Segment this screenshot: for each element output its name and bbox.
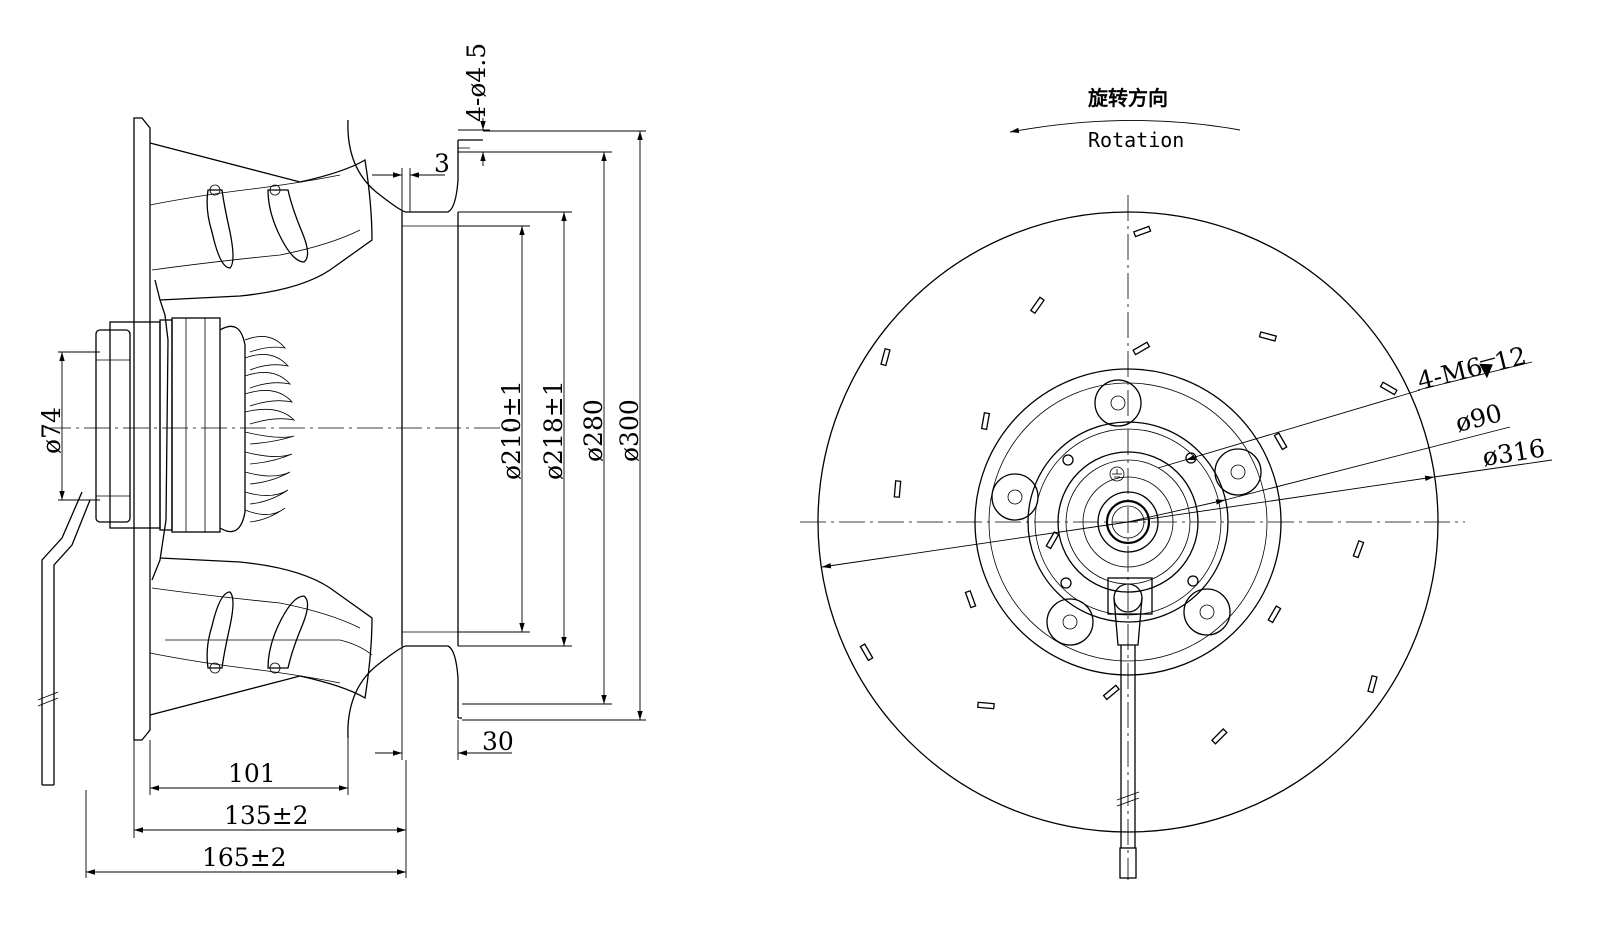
- dim-m6-label: 4-M6: [1414, 352, 1485, 396]
- dim-flange: 3: [372, 149, 450, 212]
- depth-symbol-icon: [1479, 363, 1493, 379]
- motor: [95, 317, 246, 533]
- dim-d90-label: ø90: [1452, 398, 1504, 437]
- dim-d280: ø280: [579, 152, 608, 704]
- dim-d316: ø316: [821, 433, 1553, 569]
- inlet-cone: [347, 119, 483, 739]
- impeller-lower: [149, 557, 373, 716]
- dim-d74: ø74: [37, 351, 100, 501]
- ground-icon: [1109, 466, 1125, 482]
- dim-d218: ø218±1: [539, 212, 568, 646]
- impeller-disc: [817, 211, 1439, 833]
- dim-hole-label: 4-ø4.5: [462, 43, 491, 122]
- dim-d300: ø300: [615, 131, 644, 720]
- rotation-label-en: Rotation: [1088, 128, 1184, 152]
- dim-d316-label: ø316: [1480, 433, 1547, 471]
- rotation-indicator: 旋转方向 Rotation: [1009, 86, 1241, 152]
- dim-flange-label: 3: [434, 149, 450, 178]
- dim-d218-label: ø218±1: [539, 380, 568, 480]
- dim-d74-label: ø74: [37, 407, 66, 454]
- dim-d210: ø210±1: [497, 226, 526, 632]
- impeller-upper: [149, 142, 373, 581]
- blade-slots: [859, 225, 1398, 745]
- cable-exit: [1107, 577, 1153, 879]
- back-plate: [133, 117, 151, 741]
- depth-symbol-bar: [1479, 357, 1496, 363]
- side-view: 4-ø4.5 3 ø74: [37, 43, 646, 878]
- dim-inlet-depth-label: 30: [482, 727, 514, 756]
- dim-d280-label: ø280: [579, 399, 608, 462]
- cable: [37, 491, 91, 786]
- hub-rings: [974, 368, 1282, 676]
- dim-d210-label: ø210±1: [497, 380, 526, 480]
- motor-fins: [244, 336, 296, 523]
- diameter-extension-lines: [458, 130, 646, 721]
- balance-lugs: [991, 379, 1262, 646]
- dim-165-label: 165±2: [202, 843, 287, 872]
- dim-hole: 4-ø4.5: [458, 43, 491, 166]
- dim-135-label: 135±2: [224, 801, 309, 830]
- front-view: 旋转方向 Rotation 4-M6 12 ø90 ø316: [800, 86, 1553, 880]
- dim-101-label: 101: [228, 759, 276, 788]
- rotation-label-cn: 旋转方向: [1087, 86, 1168, 110]
- dim-lengths: 101 135±2 165±2: [85, 738, 407, 878]
- dim-depth-label: 12: [1491, 341, 1529, 377]
- dim-d300-label: ø300: [615, 399, 644, 462]
- dim-inlet-depth: 30: [375, 646, 514, 760]
